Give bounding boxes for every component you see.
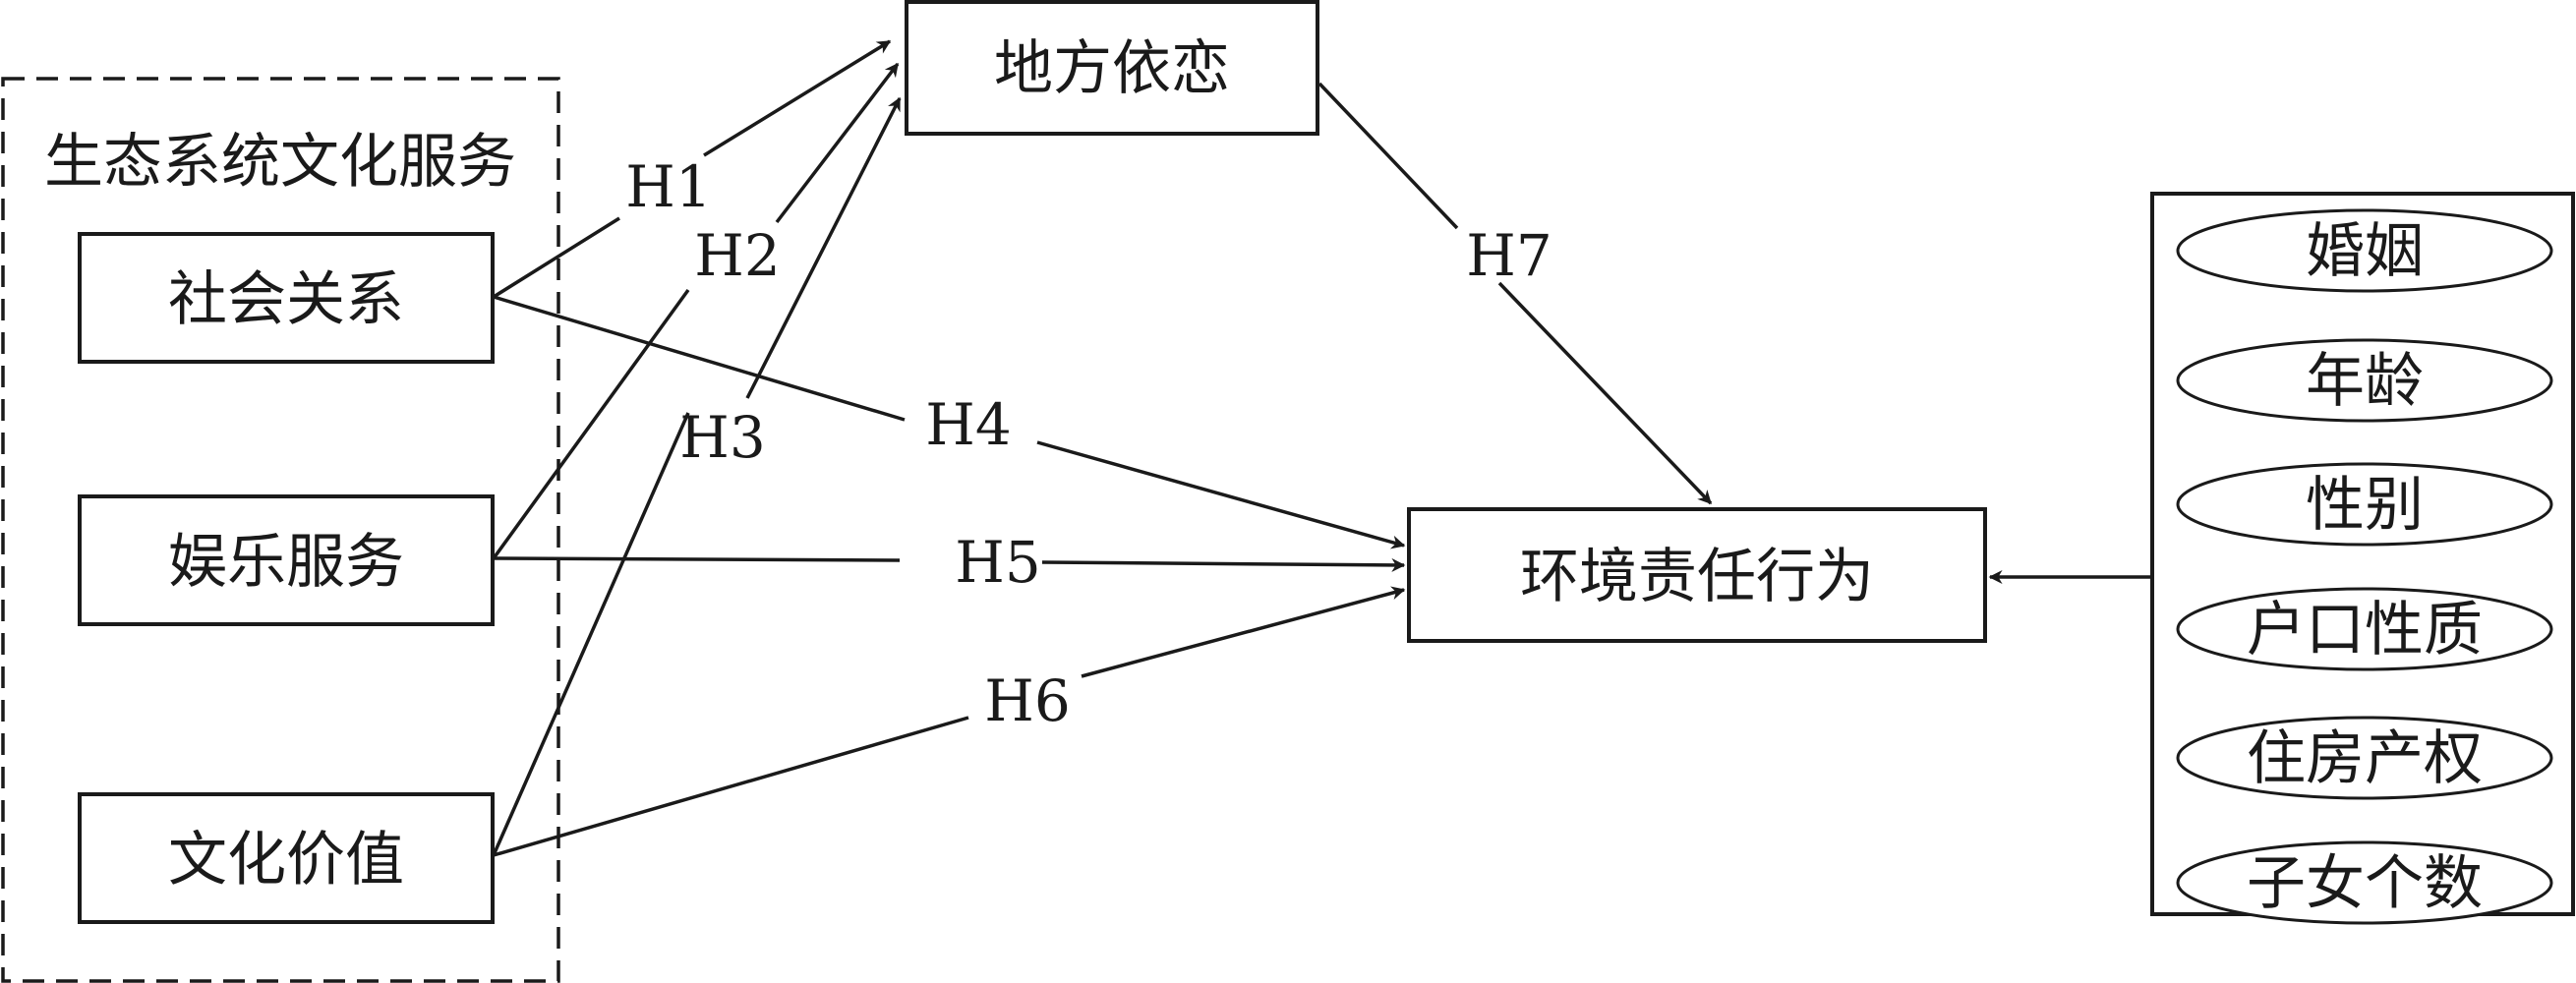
label-h7: H7 [1466, 222, 1551, 289]
control-label: 子女个数 [2247, 849, 2483, 918]
arrow-h2 [775, 62, 900, 224]
group-title: 生态系统文化服务 [44, 128, 516, 197]
label-h3: H3 [679, 404, 765, 471]
source-cultural-value: 文化价值 [78, 792, 495, 924]
arrow-h4 [1036, 440, 1406, 549]
arrow-h6-segment [493, 716, 969, 857]
control-variable: 户口性质 [2176, 587, 2553, 671]
control-label: 年龄 [2306, 347, 2424, 416]
path-lines [492, 39, 2151, 857]
source-label: 文化价值 [168, 826, 404, 895]
control-variable: 子女个数 [2176, 840, 2553, 925]
ecosystem-cultural-services-group [1, 77, 560, 983]
arrow-h5 [1041, 557, 1406, 572]
control-ellipse [2176, 587, 2553, 671]
arrow-h4-segment [493, 295, 906, 422]
label-h5: H5 [955, 529, 1040, 596]
arrow-h2-segment [492, 288, 690, 560]
control-variable: 性别 [2176, 462, 2553, 547]
control-label: 户口性质 [2247, 596, 2483, 665]
arrow-h3 [745, 96, 902, 399]
mediator-label: 地方依恋 [994, 34, 1230, 103]
source-label: 社会关系 [168, 265, 404, 334]
outcome-environmental-behavior: 环境责任行为 [1407, 507, 1987, 643]
control-label: 性别 [2306, 471, 2424, 540]
arrow-h7 [1497, 281, 1713, 505]
control-variable: 婚姻 [2176, 208, 2553, 293]
arrow-h1 [703, 39, 892, 157]
label-h4: H4 [925, 391, 1011, 458]
control-ellipse [2176, 716, 2553, 800]
label-h2: H2 [694, 222, 780, 289]
control-label: 住房产权 [2247, 724, 2483, 793]
arrow-h5-segment [493, 556, 901, 562]
arrow-h3-segment [492, 412, 690, 856]
control-label: 婚姻 [2306, 217, 2424, 286]
control-ellipse [2176, 462, 2553, 547]
mediator-place-attachment: 地方依恋 [905, 0, 1319, 136]
control-ellipse [2176, 338, 2553, 423]
source-recreation: 娱乐服务 [78, 494, 495, 626]
arrow-h1-segment [493, 216, 620, 299]
arrow-h6 [1081, 586, 1406, 678]
label-h1: H1 [625, 153, 711, 220]
outcome-label: 环境责任行为 [1520, 543, 1874, 611]
control-ellipse [2176, 208, 2553, 293]
arrow-h7-segment [1317, 82, 1459, 230]
control-variable: 住房产权 [2176, 716, 2553, 800]
source-label: 娱乐服务 [168, 528, 404, 597]
label-h6: H6 [984, 667, 1070, 734]
source-social-relations: 社会关系 [78, 232, 495, 364]
control-variable: 年龄 [2176, 338, 2553, 423]
control-ellipse [2176, 840, 2553, 925]
